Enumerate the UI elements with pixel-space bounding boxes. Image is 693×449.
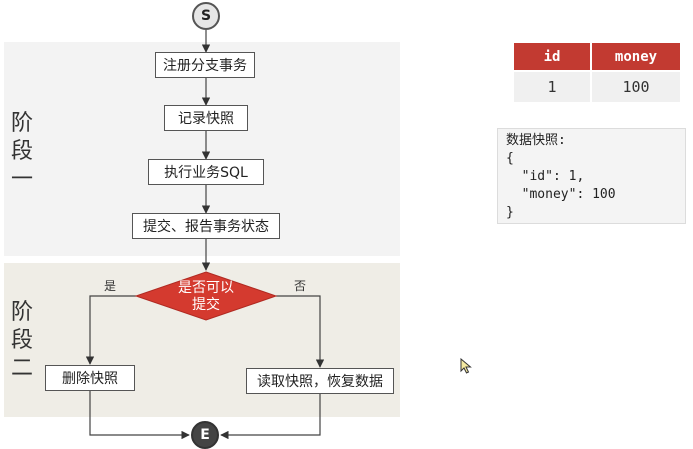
- arrow-decision-no: [276, 295, 325, 368]
- cell-money: 100: [591, 70, 680, 102]
- end-node: E: [191, 421, 219, 449]
- column-header-id: id: [514, 43, 592, 71]
- account-table: id money 1 100: [514, 43, 680, 102]
- decision-text-line1: 是否可以: [178, 280, 234, 296]
- step-record-snapshot: 记录快照: [164, 105, 248, 131]
- snapshot-title: 数据快照:: [506, 133, 566, 148]
- stage-one-label-char-1: 阶: [10, 111, 33, 136]
- cell-id: 1: [514, 70, 592, 102]
- decision-diamond: [134, 271, 278, 321]
- stage-one-label-char-2: 段: [10, 139, 33, 164]
- snapshot-line-3: "money": 100: [506, 187, 616, 202]
- step-commit-report: 提交、报告事务状态: [132, 213, 280, 239]
- stage-two-label-char-3: 二: [10, 356, 33, 381]
- arrow-no-to-end: [220, 394, 321, 440]
- step-execute-sql: 执行业务SQL: [148, 159, 264, 185]
- snapshot-card: 数据快照: { "id": 1, "money": 100 }: [497, 128, 686, 224]
- table-row: 1 100: [514, 70, 680, 102]
- snapshot-line-1: {: [506, 151, 514, 166]
- arrow-yes-to-end: [89, 391, 190, 440]
- step-register-branch: 注册分支事务: [155, 52, 255, 78]
- no-label: 否: [294, 279, 307, 293]
- start-node: S: [192, 2, 220, 30]
- decision-text: 是否可以 提交: [156, 280, 256, 314]
- decision-text-line2: 提交: [192, 297, 220, 313]
- stage-one-label-char-3: 一: [10, 167, 33, 192]
- snapshot-line-4: }: [506, 205, 514, 220]
- step-restore-data: 读取快照，恢复数据: [246, 368, 394, 394]
- step-delete-snapshot: 删除快照: [45, 365, 135, 391]
- yes-label: 是: [104, 279, 117, 293]
- stage-two-label-char-1: 阶: [10, 300, 33, 325]
- mouse-cursor-icon: [460, 358, 472, 374]
- snapshot-line-2: "id": 1,: [506, 169, 585, 184]
- column-header-money: money: [591, 43, 680, 71]
- stage-two-label-char-2: 段: [10, 328, 33, 353]
- arrow-decision-yes: [85, 295, 136, 365]
